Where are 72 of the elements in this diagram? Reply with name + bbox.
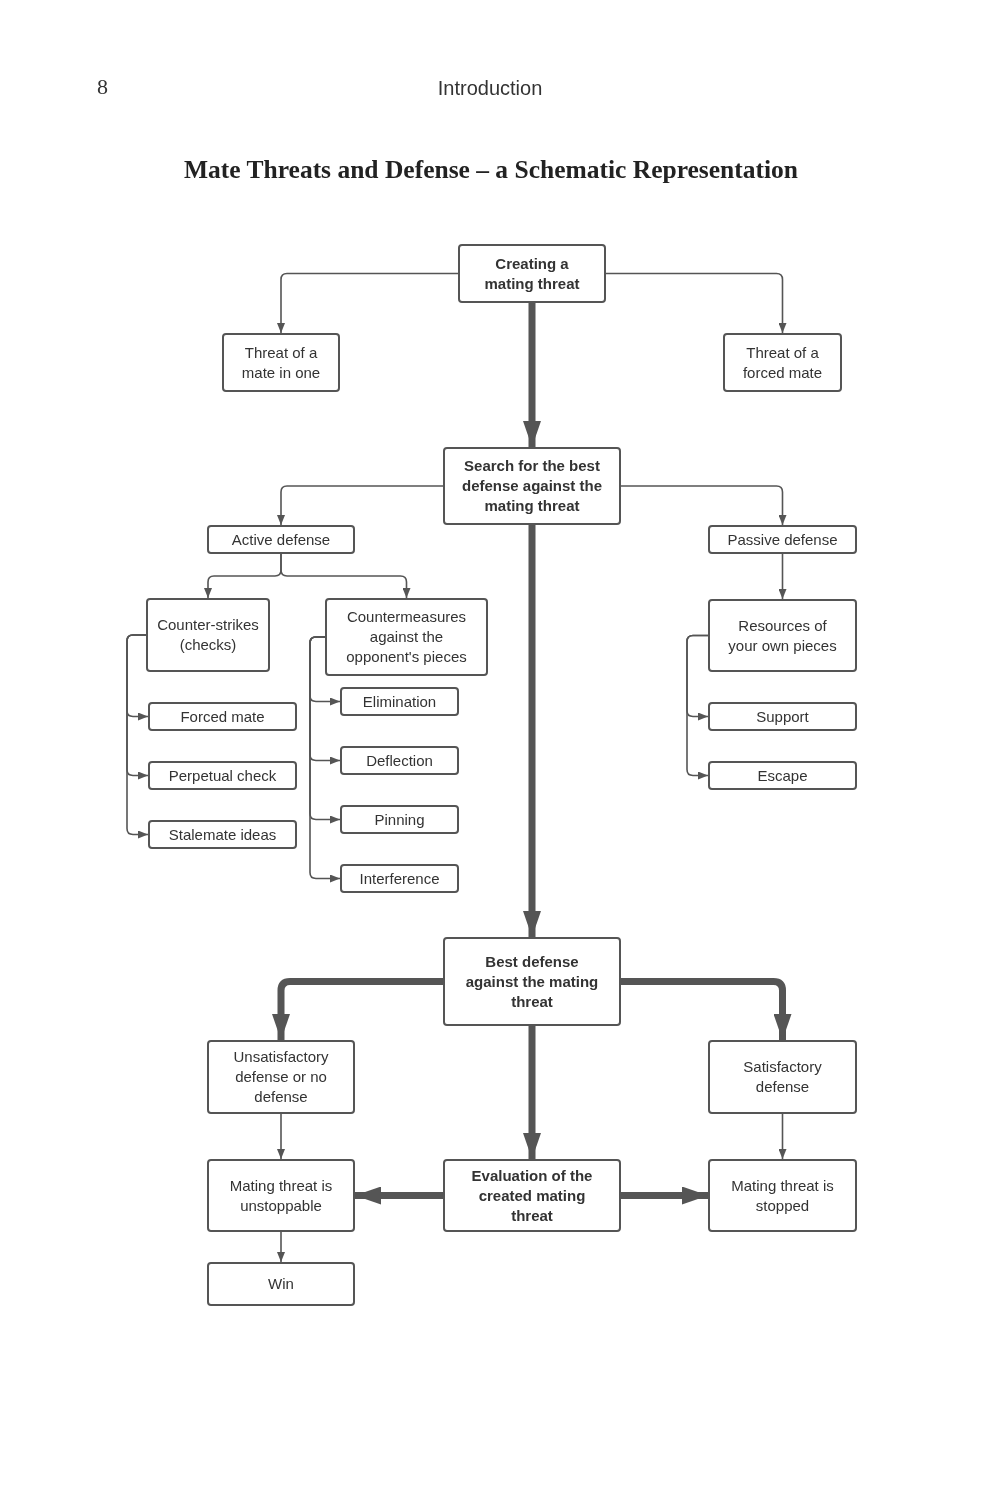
process-box [443, 1159, 621, 1232]
box-label: Mating threat is unstoppable [228, 1175, 334, 1216]
box-label: Mating threat is stopped [730, 1175, 835, 1216]
arrow [686, 634, 709, 780]
box-label: Unsatisfactory defense or no defense [232, 1047, 330, 1107]
thick-arrow [272, 978, 443, 1040]
box-label: Search for the best defense against the mating threat [460, 456, 603, 516]
arrow [277, 1113, 285, 1160]
thick-arrow [523, 303, 541, 447]
process-box [340, 687, 459, 716]
process-box [207, 525, 355, 554]
process-box [708, 599, 857, 672]
process-box [708, 525, 857, 554]
box-label: Support [756, 706, 809, 727]
process-box [146, 598, 270, 672]
arrow [280, 553, 411, 599]
box-label: Deflection [366, 750, 433, 771]
box-label: Win [268, 1274, 294, 1294]
box-label: Pinning [374, 809, 425, 830]
process-box [458, 244, 606, 303]
arrow [778, 1113, 787, 1160]
arrow [620, 485, 787, 526]
box-label: Resources of your own pieces [727, 615, 838, 656]
arrow [277, 272, 459, 334]
process-box [708, 1159, 857, 1232]
box-label: Passive defense [727, 529, 838, 550]
box-label: Stalemate ideas [168, 824, 277, 845]
arrow [309, 636, 341, 883]
box-label: Active defense [231, 529, 331, 550]
process-box [723, 333, 842, 392]
thick-arrow [523, 1026, 541, 1159]
box-label: Threat of a mate in one [240, 342, 322, 383]
page-number: 8 [97, 75, 108, 99]
process-box [443, 937, 621, 1026]
process-box [207, 1159, 355, 1232]
box-label: Counter-strikes (checks) [156, 615, 260, 655]
process-box [325, 598, 488, 676]
arrow [126, 634, 149, 839]
process-box [148, 761, 297, 790]
box-label: Escape [757, 765, 808, 786]
process-box [708, 1040, 857, 1114]
box-label: Elimination [362, 691, 437, 712]
box-label: Interference [359, 868, 440, 889]
arrow [277, 1231, 285, 1263]
process-box [222, 333, 340, 392]
box-label: Countermeasures against the opponent's pieces [345, 607, 468, 667]
thick-arrow [621, 978, 792, 1040]
thick-arrow [523, 525, 541, 937]
process-box [340, 864, 459, 893]
process-box [443, 447, 621, 525]
arrow [277, 485, 444, 526]
process-box [148, 820, 297, 849]
box-label: Evaluation of the created mating threat [470, 1165, 594, 1226]
box-label: Creating a mating threat [483, 253, 581, 294]
box-label: Perpetual check [168, 765, 277, 786]
process-box [340, 805, 459, 834]
box-label: Threat of a forced mate [741, 342, 824, 383]
box-label: Forced mate [180, 706, 265, 727]
box-label: Best defense against the mating threat [464, 951, 600, 1012]
process-box [708, 702, 857, 731]
thick-arrow [621, 1186, 708, 1205]
process-box [207, 1040, 355, 1114]
process-box [340, 746, 459, 775]
process-box [207, 1262, 355, 1306]
arrow [778, 553, 787, 600]
process-box [148, 702, 297, 731]
arrow [605, 272, 787, 334]
running-header: Introduction [437, 76, 543, 100]
thick-arrow [355, 1186, 443, 1205]
process-box [708, 761, 857, 790]
diagram-title: Mate Threats and Defense – a Schematic Representation [183, 155, 799, 185]
box-label: Satisfactory defense [742, 1057, 823, 1097]
